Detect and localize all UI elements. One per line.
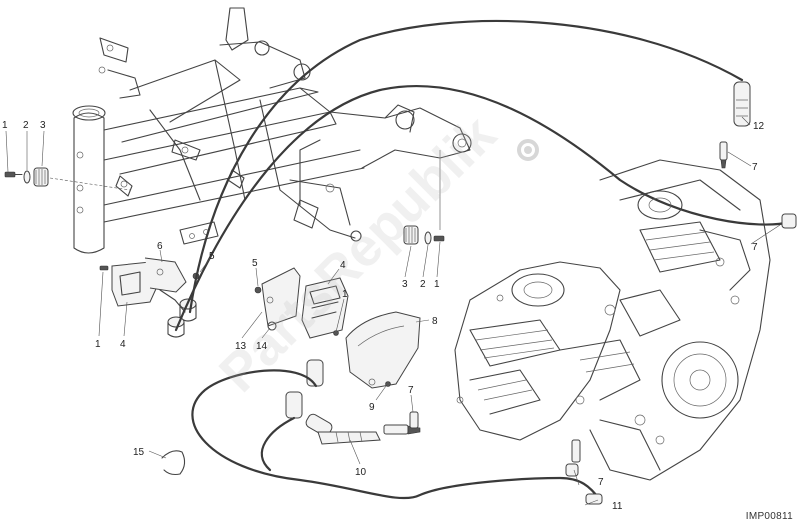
callout-7: 7 bbox=[752, 162, 758, 173]
callout-9: 9 bbox=[369, 402, 375, 413]
engine-block bbox=[439, 150, 771, 481]
callout-3: 3 bbox=[40, 120, 46, 131]
drawing-code: IMP00811 bbox=[745, 511, 793, 522]
callout-1: 1 bbox=[342, 289, 348, 300]
callout-4: 4 bbox=[340, 260, 346, 271]
callout-7: 7 bbox=[752, 242, 758, 253]
callout-14: 14 bbox=[256, 341, 268, 352]
cover-panel bbox=[345, 311, 421, 389]
callout-15: 15 bbox=[133, 447, 145, 458]
callout-2: 2 bbox=[420, 279, 426, 290]
callout-5: 5 bbox=[252, 258, 258, 269]
callout-1: 1 bbox=[434, 279, 440, 290]
ignition-coil-center bbox=[254, 267, 349, 419]
motorcycle-frame bbox=[49, 7, 472, 254]
callout-4: 4 bbox=[120, 339, 126, 350]
leader-lines bbox=[5, 116, 781, 506]
plug-cap-upper bbox=[719, 81, 797, 229]
left-bracket-assembly bbox=[99, 257, 200, 338]
callout-1: 1 bbox=[95, 339, 101, 350]
callout-8: 8 bbox=[432, 316, 438, 327]
callout-2: 2 bbox=[23, 120, 29, 131]
plug-cap-lower bbox=[161, 411, 603, 505]
callout-13: 13 bbox=[235, 341, 247, 352]
callout-5: 5 bbox=[209, 251, 215, 262]
callout-1: 1 bbox=[2, 120, 8, 131]
callout-7: 7 bbox=[598, 477, 604, 488]
callout-11: 11 bbox=[612, 501, 623, 512]
callout-3: 3 bbox=[402, 279, 408, 290]
right-fastener-group bbox=[403, 225, 445, 245]
callout-6: 6 bbox=[157, 241, 163, 252]
callout-12: 12 bbox=[753, 121, 765, 132]
callout-labels: 1 2 3 1 4 6 5 5 4 13 14 1 3 2 1 8 9 7 7 … bbox=[2, 120, 765, 512]
callout-7: 7 bbox=[408, 385, 414, 396]
callout-10: 10 bbox=[355, 467, 367, 478]
left-fastener-group bbox=[4, 167, 49, 187]
high-tension-leads bbox=[174, 19, 792, 502]
